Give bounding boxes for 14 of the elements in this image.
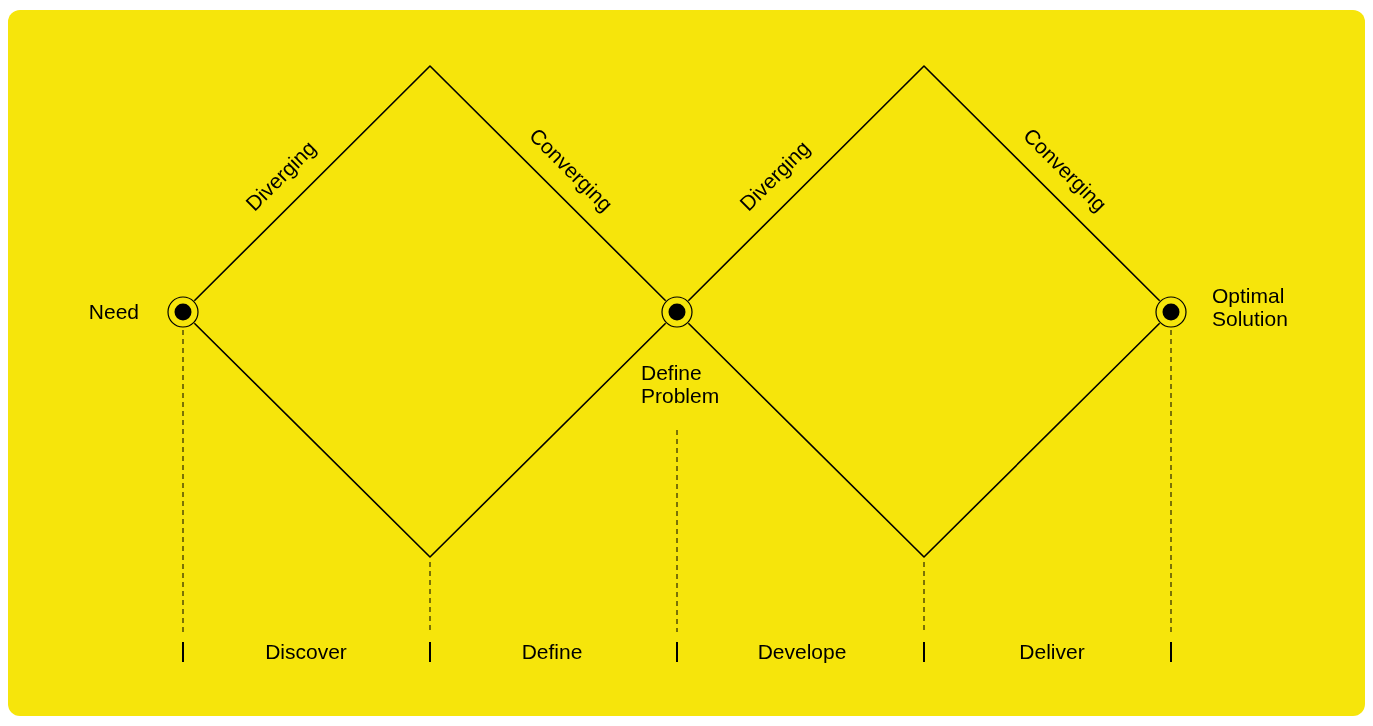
phase-label: Define <box>521 640 583 664</box>
diamond-line <box>193 65 667 302</box>
node-label: Need <box>87 300 139 323</box>
phase-label: Discover <box>265 640 347 664</box>
diamond-line <box>687 65 1161 302</box>
phase-label: Develope <box>757 640 847 664</box>
node-label: Optimal Solution <box>1212 284 1289 330</box>
point-marker <box>1155 296 1187 328</box>
phase-label: Deliver <box>1019 640 1085 664</box>
point-marker <box>167 296 199 328</box>
point-marker <box>661 296 693 328</box>
node-label: Define Problem <box>641 361 721 407</box>
diamond-line <box>687 322 1161 558</box>
diamond-line <box>193 322 667 558</box>
